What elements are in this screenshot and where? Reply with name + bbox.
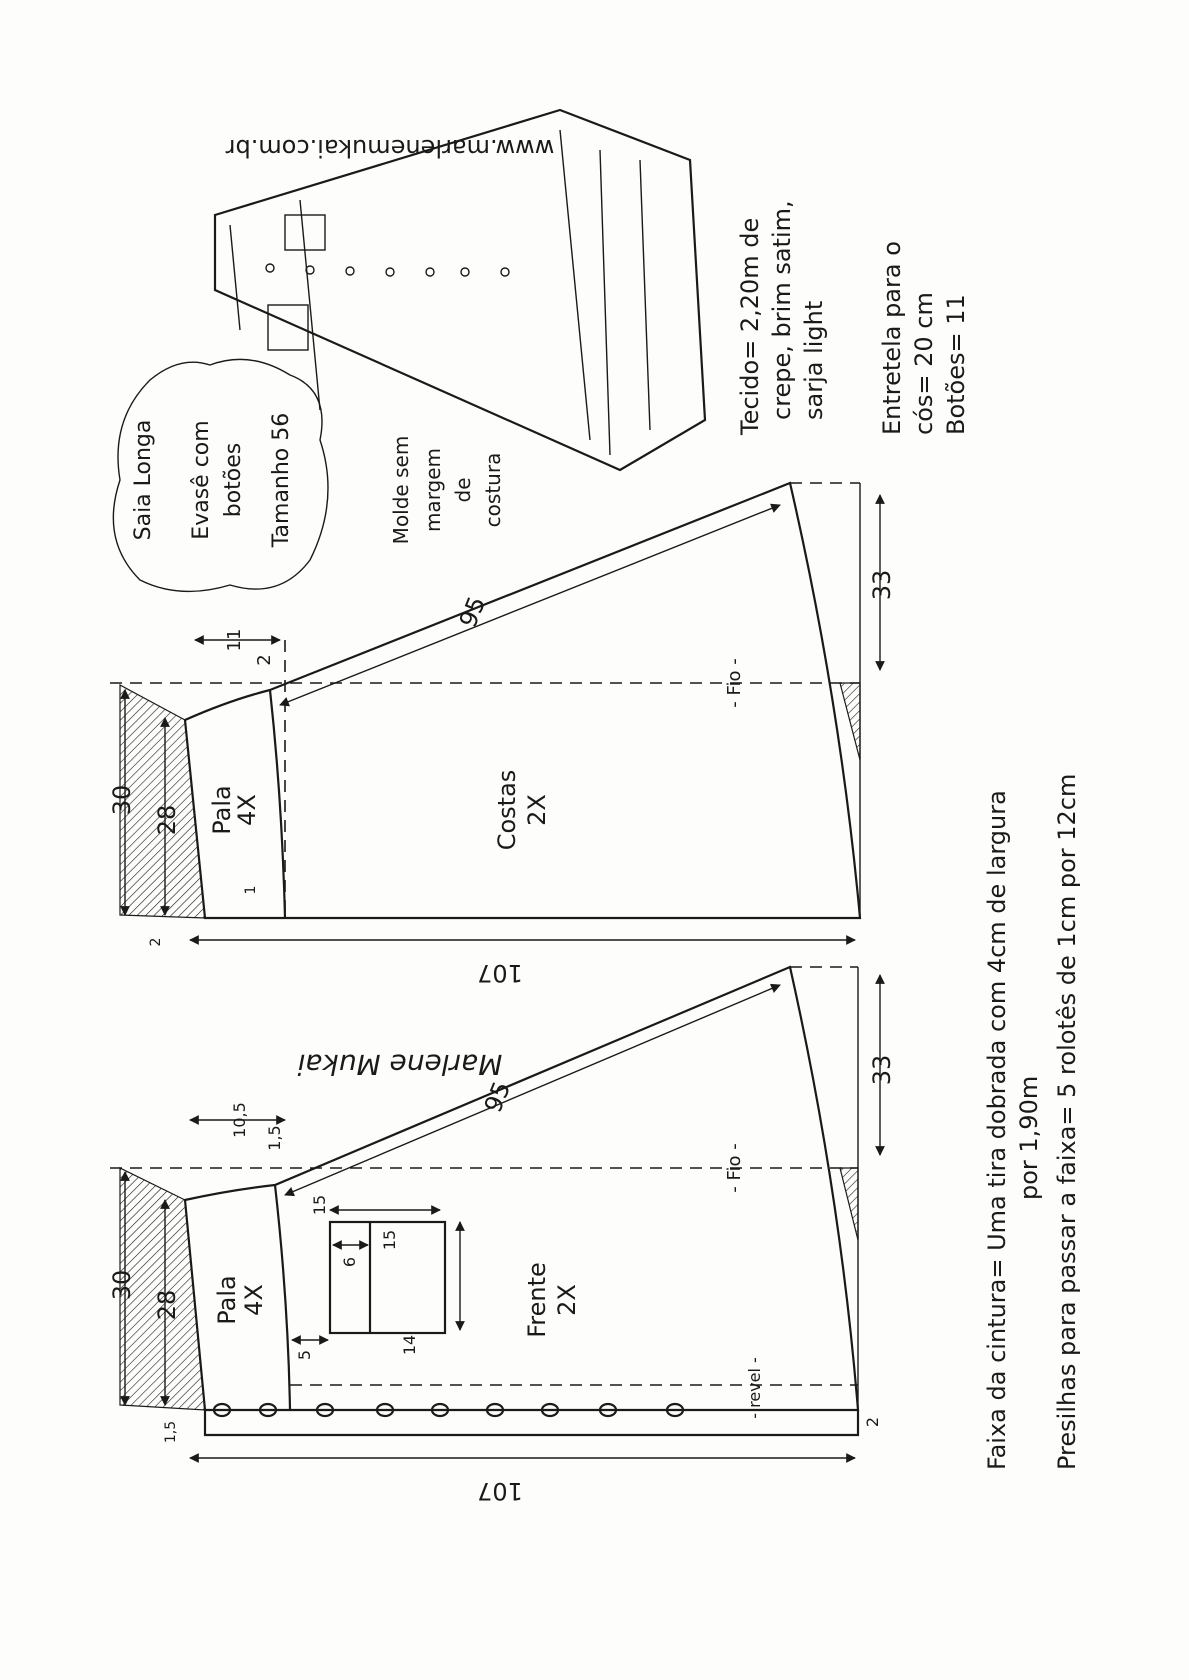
title-line-2: Evasê com: [189, 420, 214, 539]
back-corner-dim: 2: [148, 938, 164, 947]
pocket-flap: 6: [340, 1257, 359, 1267]
front-corner-dim: 1,5: [163, 1421, 179, 1443]
signature: Marlene Mukai: [297, 1048, 502, 1081]
front-grain-label: - Fio -: [724, 1143, 745, 1193]
back-waist-total: 30: [108, 785, 136, 816]
back-piece: Costas 2X Pala 4X - Fio - 95 33 30 28 11…: [108, 481, 896, 987]
fabric-types-text-2: sarja light: [800, 301, 828, 420]
pocket-offset: 5: [295, 1350, 314, 1360]
loops-note: Presilhas para passar a faixa= 5 rolotês…: [1053, 774, 1081, 1470]
buttons-count-text: Botões= 11: [942, 294, 970, 435]
waistband-note-2: por 1,90m: [1015, 1076, 1043, 1200]
front-hem-width: 33: [868, 1055, 896, 1086]
back-width: 107: [477, 959, 523, 987]
bottom-notes: Faixa da cintura= Uma tira dobrada com 4…: [983, 774, 1081, 1470]
back-side-length: 95: [454, 593, 491, 632]
back-side-drop: 2: [254, 654, 275, 665]
front-piece-qty: 2X: [553, 1284, 581, 1316]
front-yoke-label: Pala: [213, 1275, 241, 1324]
skirt-illustration: www.marlenemukai.com.br: [213, 108, 707, 472]
title-line-1: Saia Longa: [131, 420, 156, 541]
title-cloud: Saia Longa Evasê com botões Tamanho 56: [112, 358, 329, 593]
pocket-width: 15: [310, 1195, 329, 1215]
front-piece-label: Frente: [523, 1262, 551, 1338]
back-grain-label: - Fio -: [724, 658, 745, 708]
front-waist-total: 30: [108, 1270, 136, 1301]
back-yoke-qty: 4X: [233, 794, 261, 826]
front-top-dim: 10,5: [230, 1102, 249, 1138]
seam-note: Molde sem margem de costura: [389, 436, 505, 545]
website-text: www.marlenemukai.com.br: [226, 134, 555, 162]
back-yoke-label: Pala: [208, 785, 236, 834]
front-yoke-qty: 4X: [240, 1284, 268, 1316]
front-yoke-height: 28: [153, 1290, 181, 1321]
pocket-depth: 14: [400, 1335, 419, 1355]
interfacing-text: Entretela para o: [878, 241, 906, 435]
front-piece: Frente 2X Pala 4X - Fio - - revel - 95 3…: [108, 965, 896, 1505]
note-line-3: de: [451, 478, 475, 503]
title-line-3: botões: [221, 443, 246, 518]
front-facing-label: - revel -: [745, 1357, 764, 1419]
fabric-types-text: crepe, brim satim,: [768, 200, 796, 420]
back-yoke-height: 28: [153, 805, 181, 836]
back-piece-qty: 2X: [523, 794, 551, 826]
sketch-buttons: [265, 263, 510, 277]
materials-list: Tecido= 2,20m de crepe, brim satim, sarj…: [736, 200, 970, 436]
interfacing-size-text: cós= 20 cm: [910, 292, 938, 435]
back-hem-width: 33: [868, 570, 896, 601]
back-piece-label: Costas: [493, 770, 521, 851]
front-width: 107: [477, 1477, 523, 1505]
front-buttons: [212, 1402, 685, 1418]
note-line-4: costura: [481, 453, 505, 528]
note-line-2: margem: [421, 448, 445, 532]
back-top-dim: 11: [224, 629, 245, 652]
fabric-text: Tecido= 2,20m de: [736, 218, 764, 436]
back-small-dim: 1: [243, 886, 259, 895]
front-extension-dim: 2: [863, 1417, 882, 1427]
waistband-note: Faixa da cintura= Uma tira dobrada com 4…: [983, 790, 1011, 1470]
pocket: [291, 1205, 465, 1345]
pocket-height: 15: [380, 1230, 399, 1250]
front-side-drop: 1,5: [265, 1125, 284, 1150]
title-line-4: Tamanho 56: [269, 413, 294, 549]
note-line-1: Molde sem: [389, 436, 413, 545]
